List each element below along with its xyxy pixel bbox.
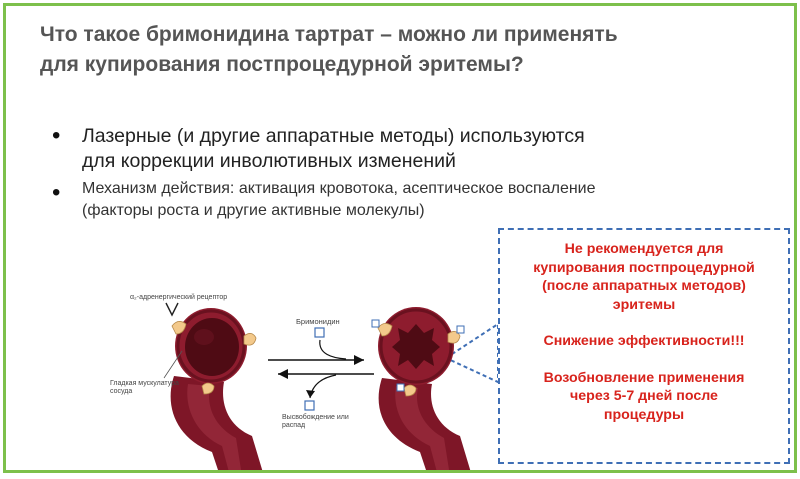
bullet-2-line-2: (факторы роста и другие активные молекул… xyxy=(82,202,425,219)
callout-paragraph-3: Возобновление применения через 5-7 дней … xyxy=(500,369,788,425)
muscle-label: Гладкая мускулатура сосуда xyxy=(110,380,179,396)
slide: Что такое бримонидина тартрат – можно ли… xyxy=(3,3,797,473)
callout-1-line-3: (после аппаратных методов) xyxy=(542,278,746,294)
callout-1-line-1: Не рекомендуется для xyxy=(564,241,724,257)
brimonidine-label: Бримонидин xyxy=(296,317,340,326)
warning-callout: Не рекомендуется для купирования постпро… xyxy=(498,228,790,464)
callout-paragraph-1: Не рекомендуется для купирования постпро… xyxy=(500,240,788,314)
bullet-1-line-1: Лазерные (и другие аппаратные методы) ис… xyxy=(82,125,585,147)
equilibrium-arrows-icon xyxy=(268,327,374,411)
receptor-label: α₂-адренергический рецептор xyxy=(130,294,228,301)
callout-paragraph-2: Снижение эффективности!!! xyxy=(543,333,745,349)
callout-3-line-1: Возобновление применения xyxy=(543,369,745,386)
bullet-list: • Лазерные (и другие аппаратные методы) … xyxy=(50,122,750,222)
bullet-item-2: • Механизм действия: активация кровотока… xyxy=(50,178,750,222)
release-label-line-2: распад xyxy=(282,422,306,429)
muscle-label-line-1: Гладкая мускулатура xyxy=(110,380,179,387)
vessel-right-icon xyxy=(371,307,471,470)
bullet-dot-icon: • xyxy=(52,122,61,149)
release-label-line-1: Высвобождение или xyxy=(282,414,349,421)
callout-1-line-4: эритемы xyxy=(612,296,676,313)
bullet-1-line-2: для коррекции инволютивных изменений xyxy=(82,150,456,172)
slide-title: Что такое бримонидина тартрат – можно ли… xyxy=(40,20,740,80)
callout-1-line-2: купирования постпроцедурной xyxy=(533,259,755,276)
release-label: Высвобождение или распад xyxy=(282,414,349,430)
callout-3-line-2: через 5-7 дней после xyxy=(570,388,718,404)
bullet-2-line-1: Механизм действия: активация кровотока, … xyxy=(82,180,596,197)
title-line-2: для купирования постпроцедурной эритемы? xyxy=(40,53,524,76)
muscle-label-line-2: сосуда xyxy=(110,388,133,395)
title-line-1: Что такое бримонидина тартрат – можно ли… xyxy=(40,23,618,46)
callout-3-line-3: процедуры xyxy=(603,406,685,423)
vessel-left-icon xyxy=(163,302,263,470)
bullet-item-1: • Лазерные (и другие аппаратные методы) … xyxy=(50,122,750,174)
callout-pointer xyxy=(443,322,499,384)
bullet-dot-icon: • xyxy=(52,179,61,206)
